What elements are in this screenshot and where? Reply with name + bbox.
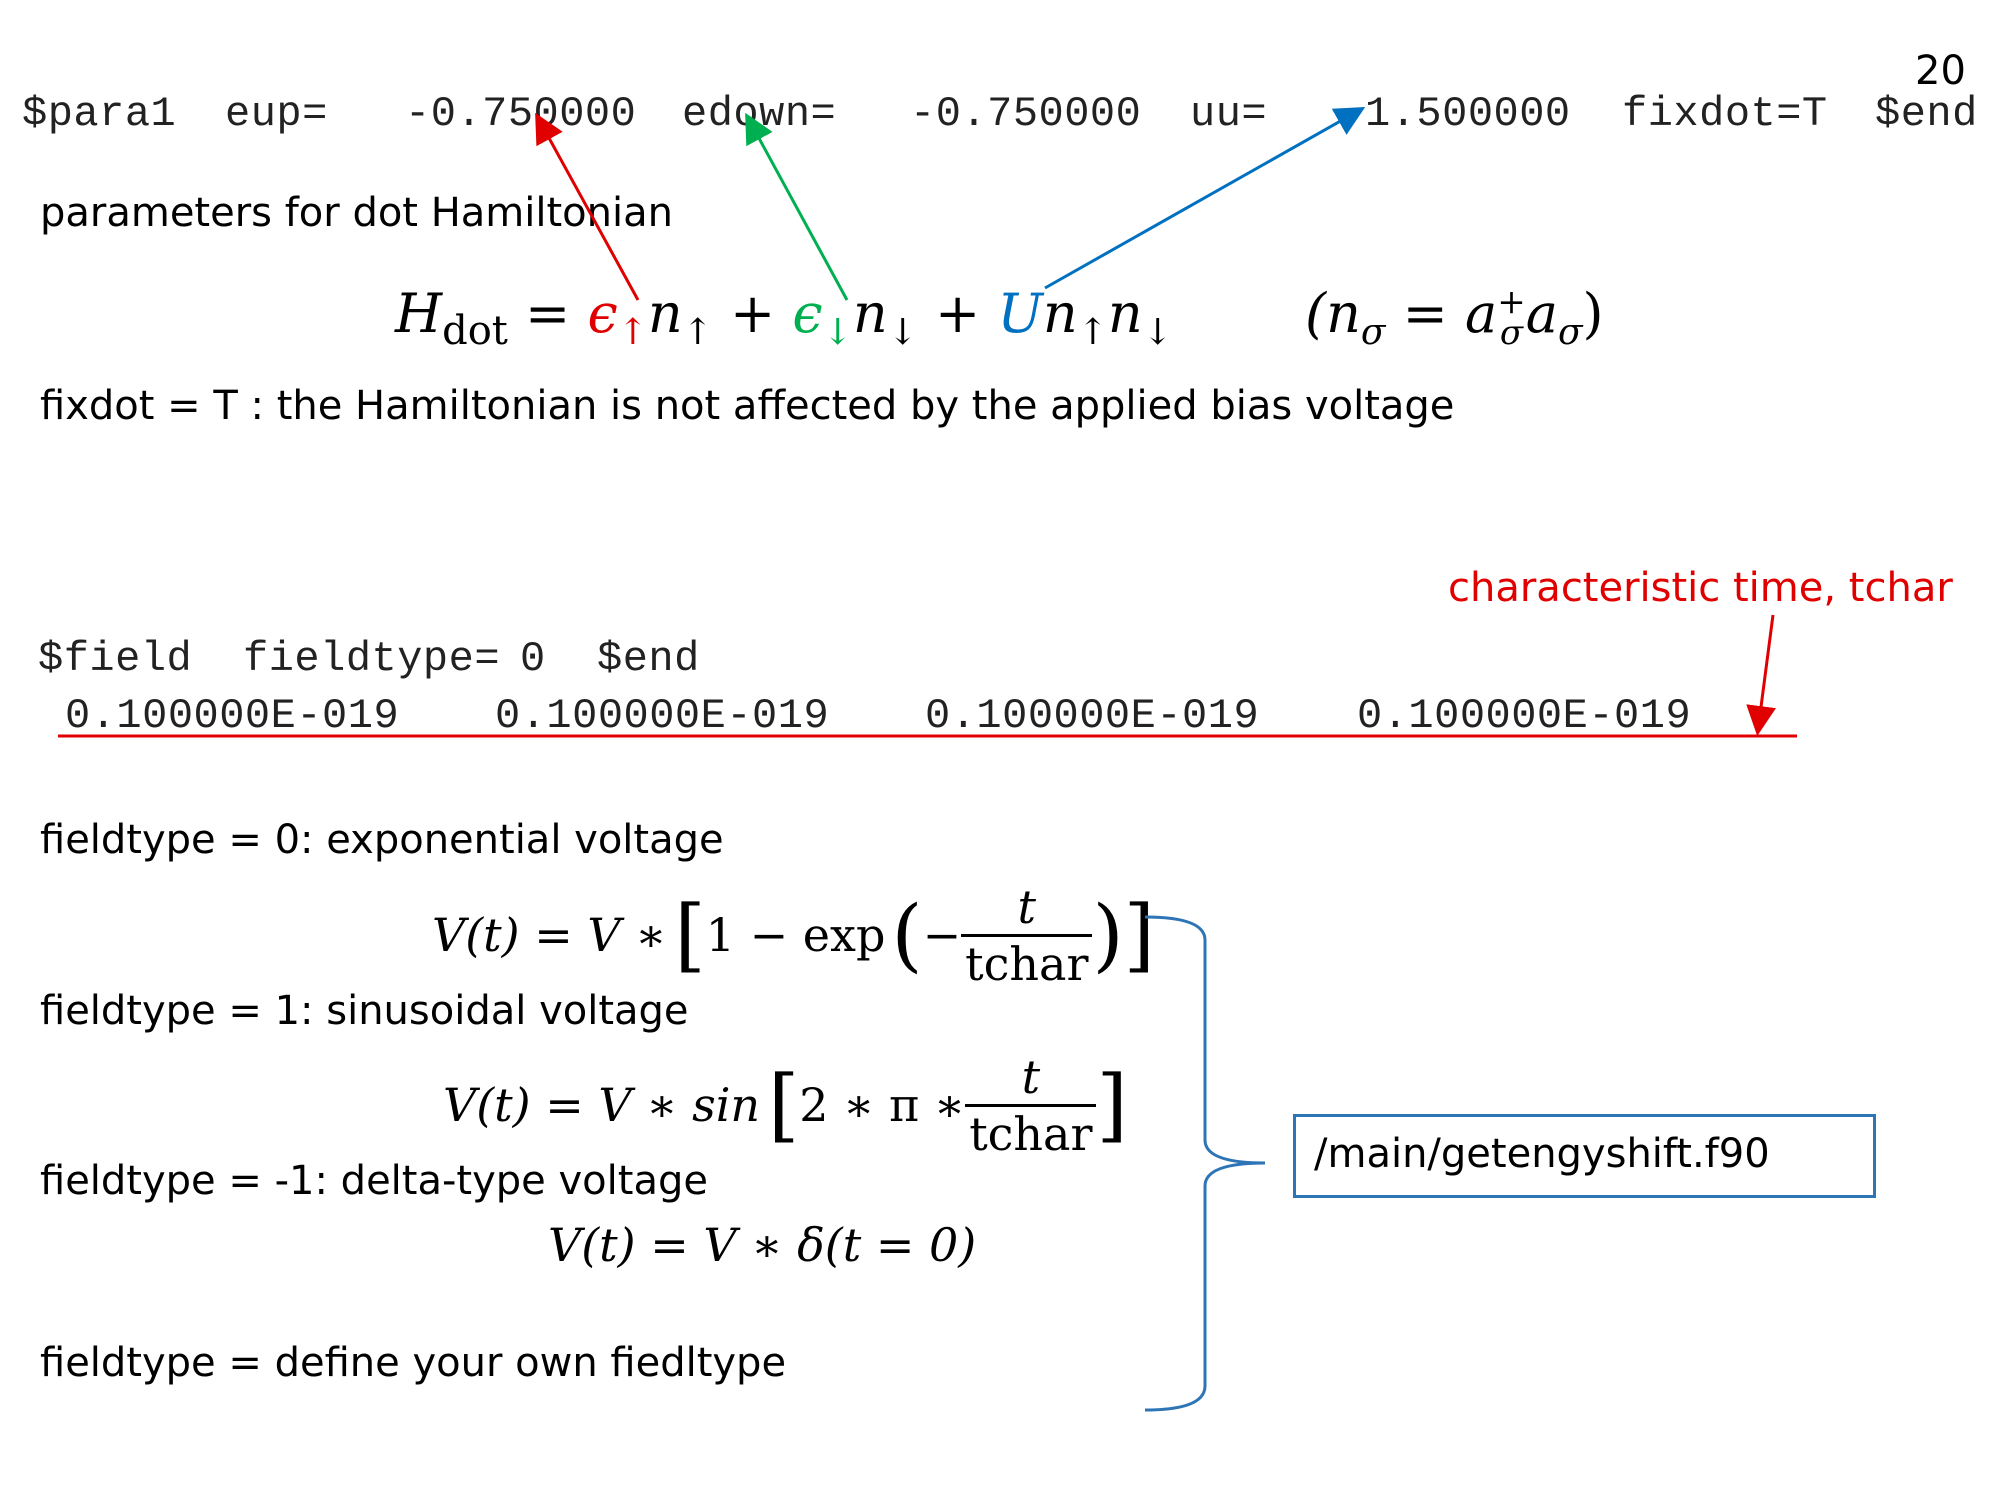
sin-num: t — [965, 1050, 1097, 1107]
exp-minus: − — [922, 908, 962, 962]
fieldtype-1-caption: fieldtype = 1: sinusoidal voltage — [40, 988, 689, 1034]
uu-label: uu= — [1190, 90, 1268, 138]
fieldtype-label: fieldtype= — [243, 635, 501, 683]
def-eq: = — [1402, 282, 1448, 345]
field-value-3: 0.100000E-019 — [925, 692, 1260, 740]
file-path: /main/getengyshift.f90 — [1314, 1131, 1770, 1177]
para-tag: $para1 — [22, 90, 177, 138]
def-close: ) — [1582, 282, 1604, 345]
delta-formula: V(t) = V ∗ δ(t = 0) — [548, 1218, 977, 1272]
plus-2: + — [934, 282, 981, 345]
field-value-1: 0.100000E-019 — [65, 692, 400, 740]
hamiltonian-formula: Hdot = ϵ↑n↑ + ϵ↓n↓ + Un↑n↓ — [395, 282, 1173, 354]
fieldtype-value: 0 — [520, 635, 546, 683]
n-up: n — [647, 282, 683, 345]
tchar-arrow — [1746, 614, 1776, 736]
file-box: /main/getengyshift.f90 — [1293, 1114, 1876, 1198]
fieldtype-0-caption: fieldtype = 0: exponential voltage — [40, 817, 724, 863]
exp-left-paren: ( — [891, 888, 923, 981]
h-symbol: H — [395, 282, 443, 345]
eps-down: ϵ — [792, 282, 823, 345]
dagger-sigma: σ — [1499, 313, 1524, 353]
field-tag: $field — [38, 635, 193, 683]
plus-1: + — [730, 282, 776, 345]
sin-left-bracket: [ — [768, 1058, 800, 1151]
a-dagger: a — [1465, 282, 1498, 345]
fieldtype-custom-caption: fieldtype = define your own fiedltype — [40, 1340, 787, 1386]
tchar-label: characteristic time, tchar — [1448, 565, 1953, 611]
eq-sign: = — [525, 282, 571, 345]
def-open: (n — [1305, 282, 1361, 345]
exp-right-paren: ) — [1092, 888, 1124, 981]
eps-up-arrow: ↑ — [617, 311, 648, 353]
field-end: $end — [597, 635, 700, 683]
a-sub-sigma: σ — [1557, 311, 1583, 353]
exp-lhs: V(t) = V ∗ — [432, 908, 667, 962]
def-sigma: σ — [1360, 311, 1386, 353]
n-up-2: n — [1042, 282, 1078, 345]
eup-label: eup= — [225, 90, 328, 138]
exp-num: t — [961, 880, 1093, 937]
curly-brace-icon — [1144, 915, 1266, 1412]
fieldtype-neg1-caption: fieldtype = -1: delta-type voltage — [40, 1158, 708, 1204]
sin-body: 2 ∗ π ∗ — [799, 1078, 966, 1132]
u-symbol: U — [997, 282, 1043, 345]
fixdot-flag: fixdot=T — [1622, 90, 1828, 138]
h-sub: dot — [442, 307, 508, 354]
para-end: $end — [1875, 90, 1978, 138]
exp-one: 1 − exp — [705, 908, 886, 962]
page-number: 20 — [1915, 48, 1966, 94]
edown-value: -0.750000 — [910, 90, 1142, 138]
params-caption: parameters for dot Hamiltonian — [40, 190, 673, 236]
fixdot-caption: fixdot = T : the Hamiltonian is not affe… — [40, 383, 1455, 429]
exp-right-bracket: ] — [1123, 888, 1155, 981]
eup-arrow — [535, 112, 640, 301]
uu-arrow — [1044, 107, 1366, 290]
uu-value: 1.500000 — [1365, 90, 1571, 138]
n-down-arrow: ↓ — [887, 311, 918, 353]
sin-right-bracket: ] — [1096, 1058, 1128, 1151]
exp-left-bracket: [ — [674, 888, 706, 981]
eps-up: ϵ — [587, 282, 618, 345]
field-value-2: 0.100000E-019 — [495, 692, 830, 740]
dagger-sign: + — [1497, 282, 1526, 323]
n-up-arrow-2: ↑ — [1077, 311, 1108, 353]
eps-down-arrow: ↓ — [822, 311, 853, 353]
n-down-2: n — [1107, 282, 1143, 345]
exp-den: tchar — [965, 936, 1089, 991]
n-down-arrow-2: ↓ — [1142, 311, 1173, 353]
sin-den: tchar — [969, 1106, 1093, 1161]
field-value-4: 0.100000E-019 — [1357, 692, 1692, 740]
a-sigma: a — [1525, 282, 1558, 345]
sin-lhs: V(t) = V ∗ sin — [443, 1078, 761, 1132]
edown-arrow — [745, 112, 849, 301]
eup-value: -0.750000 — [405, 90, 637, 138]
n-down: n — [852, 282, 888, 345]
n-up-arrow: ↑ — [682, 311, 713, 353]
